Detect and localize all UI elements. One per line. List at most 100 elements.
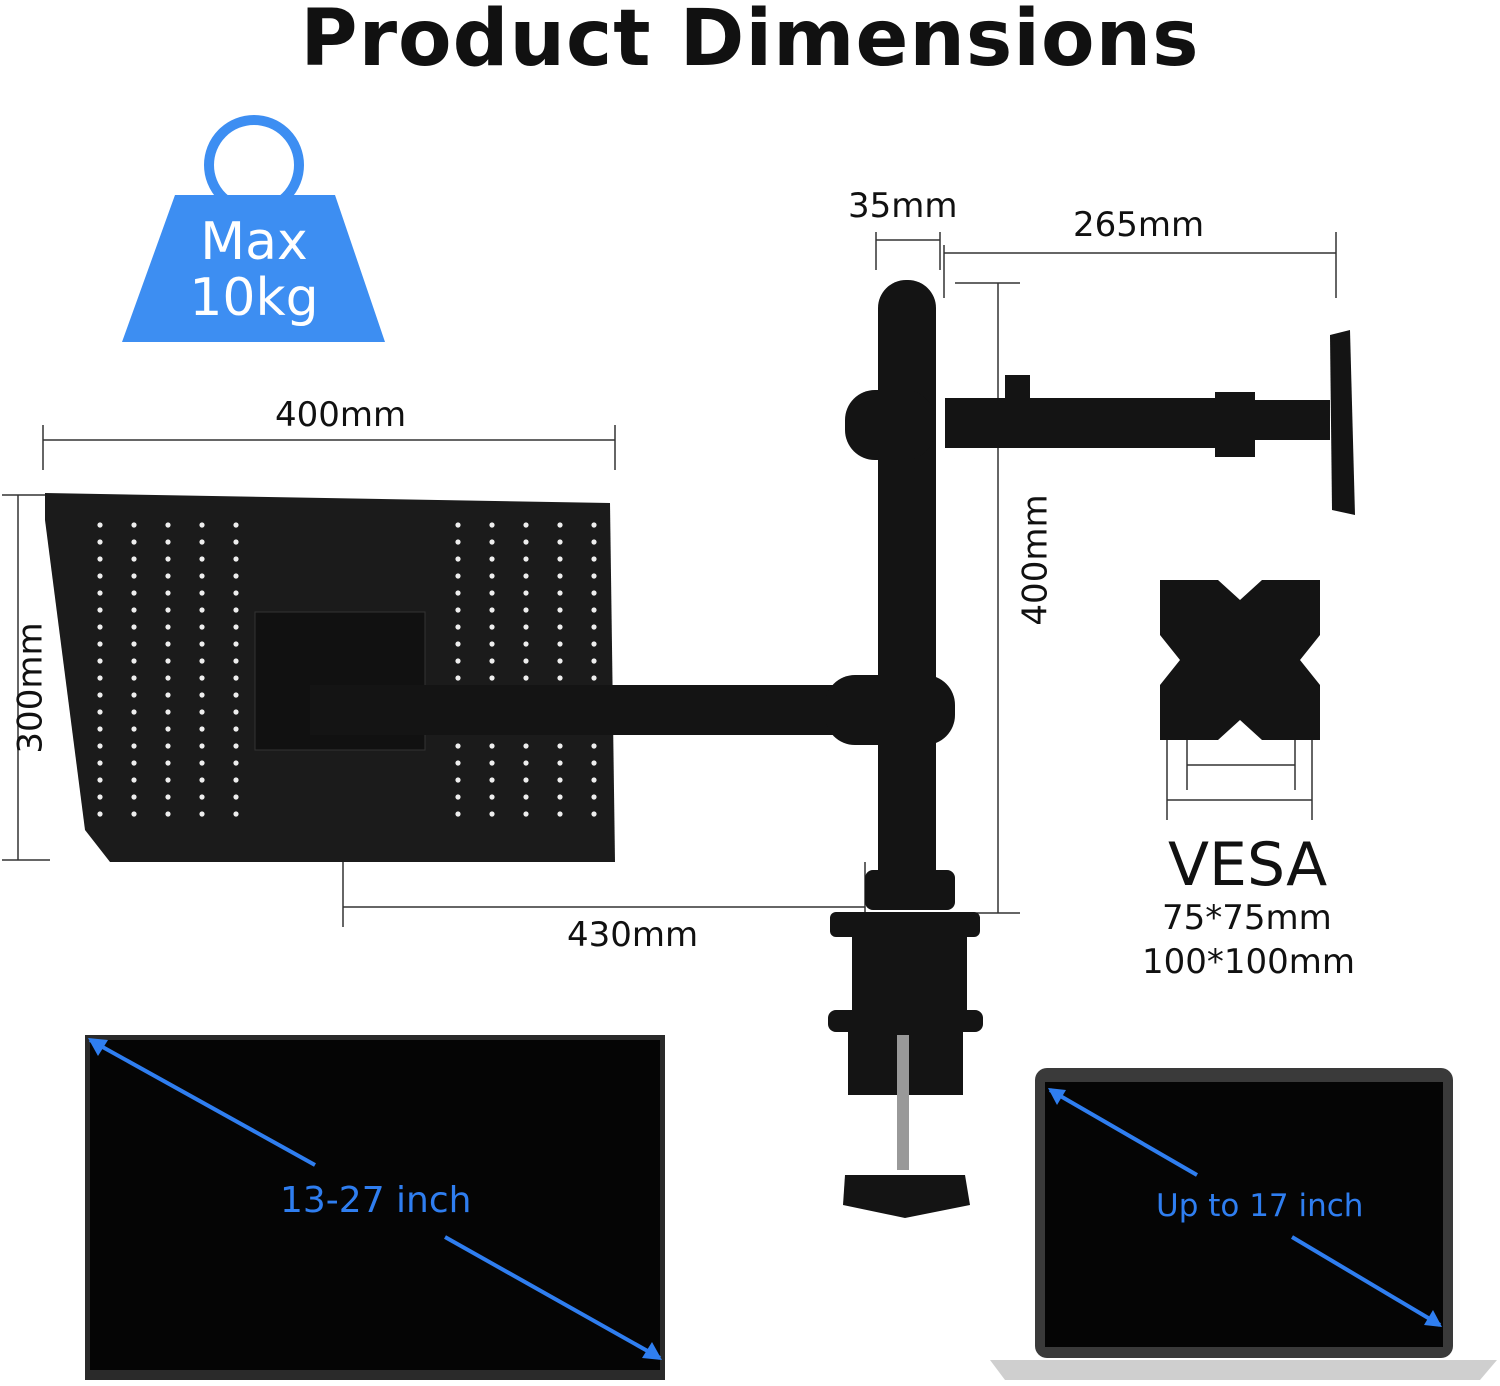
tray-hole [455,760,461,766]
tray-hole [455,522,461,528]
tray-hole [233,675,239,681]
tray-hole [97,658,103,664]
tray-hole [233,811,239,817]
tray-hole [523,590,529,596]
tray-hole [97,641,103,647]
tray-hole [489,624,495,630]
tray-hole [165,726,171,732]
tray-hole [131,590,137,596]
tray-hole [233,522,239,528]
tray-hole [489,794,495,800]
tray-hole [165,794,171,800]
tray-hole [165,743,171,749]
tray-hole [165,539,171,545]
tray-hole [131,726,137,732]
tray-hole [97,675,103,681]
tray-hole [455,573,461,579]
tray-hole [165,522,171,528]
tray-hole [523,760,529,766]
tray-hole [523,675,529,681]
tray-hole [489,522,495,528]
tray-hole [523,777,529,783]
tray-hole [233,641,239,647]
tray-hole [489,777,495,783]
tray-hole [523,522,529,528]
tray-hole [489,607,495,613]
tray-hole [523,658,529,664]
tray-hole [523,607,529,613]
tray-hole [489,760,495,766]
tray-hole [199,675,205,681]
tray-hole [591,794,597,800]
tray-hole [131,709,137,715]
tray-hole [131,607,137,613]
tray-hole [131,641,137,647]
tray-hole [233,743,239,749]
tray-hole [233,726,239,732]
tray-hole [523,641,529,647]
tray-hole [165,624,171,630]
tray-hole [97,522,103,528]
tray-hole [97,624,103,630]
tray-hole [165,777,171,783]
tray-hole [489,556,495,562]
tray-hole [165,760,171,766]
tray-hole [455,539,461,545]
vesa-size-100: 100*100mm [1142,942,1356,982]
laptop-image [990,1068,1497,1380]
tray-hole [523,573,529,579]
tray-depth-dimension: 300mm [10,622,51,754]
tray-hole [165,590,171,596]
tray-hole [233,709,239,715]
tray-hole [523,624,529,630]
tray-hole [165,641,171,647]
tray-hole [165,607,171,613]
tray-hole [233,624,239,630]
monitor-image [85,1035,665,1380]
tray-hole [97,743,103,749]
tray-hole [557,811,563,817]
tray-hole [199,522,205,528]
laptop-tray [45,493,615,862]
tray-hole [557,624,563,630]
tray-hole [455,675,461,681]
tray-hole [97,709,103,715]
tray-hole [199,692,205,698]
tray-hole [131,658,137,664]
tray-hole [131,573,137,579]
vesa-label: VESA [1168,830,1328,900]
tray-hole [455,607,461,613]
tray-hole [489,641,495,647]
tray-hole [557,777,563,783]
tray-hole [455,624,461,630]
tray-hole [557,539,563,545]
tray-hole [97,777,103,783]
tray-hole [97,692,103,698]
tray-hole [233,760,239,766]
tray-hole [455,794,461,800]
tray-hole [199,590,205,596]
tray-hole [523,539,529,545]
tray-hole [557,794,563,800]
tray-hole [97,811,103,817]
pole-offset-dimension: 35mm [848,186,958,226]
tray-hole [199,624,205,630]
tray-hole [97,726,103,732]
tray-hole [199,811,205,817]
tray-reach-dimension: 430mm [567,915,699,955]
weight-icon [122,115,385,342]
tray-hole [131,675,137,681]
tray-hole [165,692,171,698]
tray-hole [455,811,461,817]
tray-hole [165,556,171,562]
tray-hole [591,675,597,681]
tray-hole [233,777,239,783]
tray-hole [199,760,205,766]
tray-hole [489,539,495,545]
tray-hole [199,777,205,783]
tray-hole [455,590,461,596]
tray-hole [557,658,563,664]
tray-hole [489,675,495,681]
tray-hole [131,556,137,562]
